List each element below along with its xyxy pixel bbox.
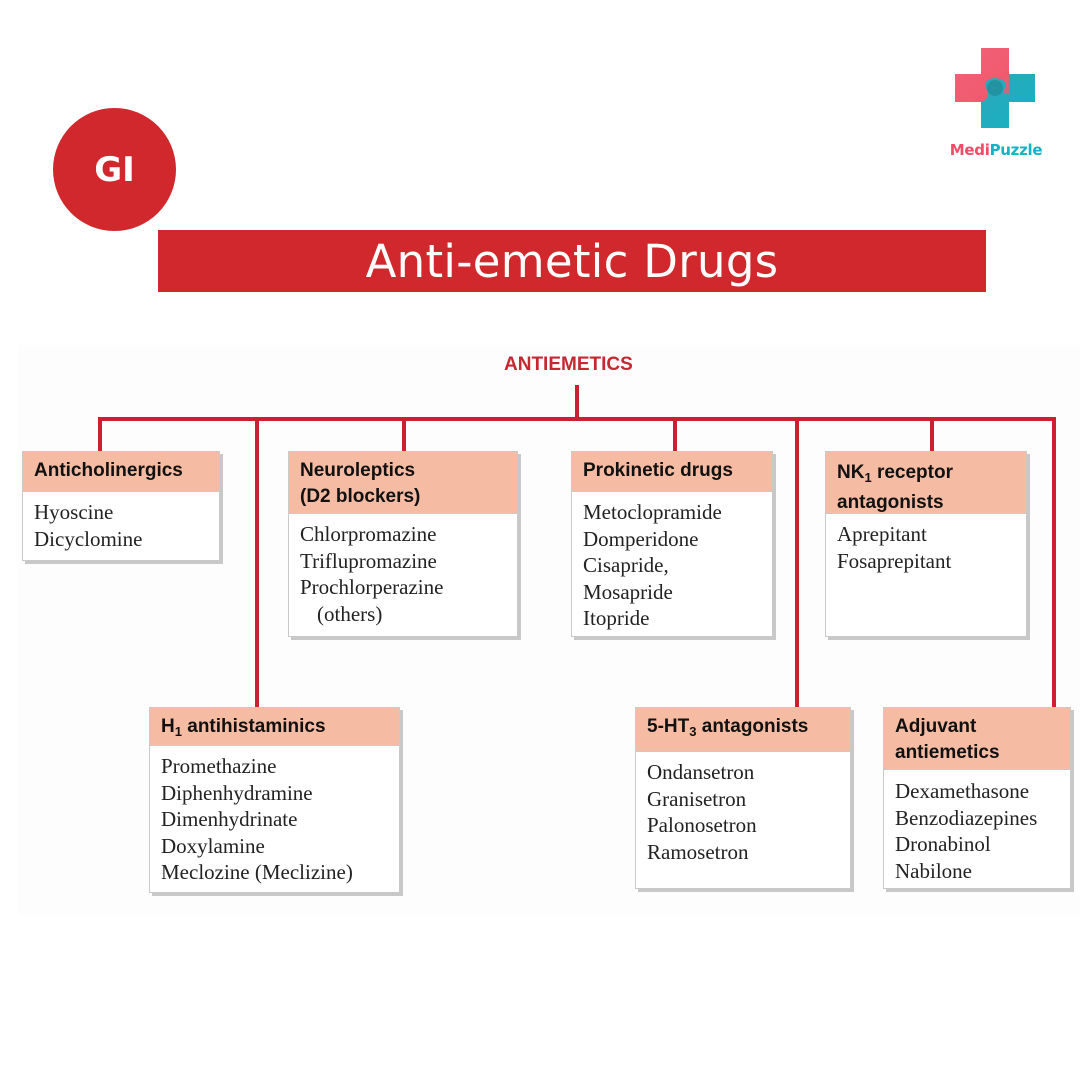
drug-item: Diphenhydramine (161, 780, 313, 805)
drug-item: Ondansetron (647, 760, 755, 784)
drug-item: Mosapride (583, 579, 673, 604)
drug-item: Benzodiazepines (895, 805, 1038, 830)
category-heading: Anticholinergics (23, 452, 219, 492)
root-stem-line (575, 385, 579, 420)
medipuzzle-logo: MediPuzzle (940, 44, 1052, 164)
drug-item: Doxylamine (161, 833, 265, 858)
logo-text: MediPuzzle (949, 141, 1043, 159)
drug-item: Triflupromazine (300, 548, 437, 573)
drug-item: Ramosetron (647, 839, 749, 864)
category-box-nk1-antagonists: NK1 receptor antagonists Aprepitant Fosa… (825, 451, 1027, 637)
connector-prokinetic (673, 417, 677, 451)
category-heading: 5-HT3 antagonists (636, 708, 850, 752)
connector-adjuvant (1052, 417, 1056, 707)
category-heading: NK1 receptor antagonists (826, 452, 1026, 514)
drug-item: Dimenhydrinate (161, 807, 298, 831)
category-heading: Prokinetic drugs (572, 452, 772, 492)
drug-list: Ondansetron Granisetron Palonosetron Ram… (636, 752, 850, 865)
drug-item: Aprepitant (837, 522, 927, 546)
drug-item: Dronabinol (895, 832, 991, 856)
drug-list: Metoclopramide Domperidone Cisapride, Mo… (572, 492, 772, 632)
connector-5ht3 (795, 417, 799, 707)
category-box-neuroleptics: Neuroleptics (D2 blockers) Chlorpromazin… (288, 451, 518, 637)
drug-list: Hyoscine Dicyclomine (23, 492, 219, 552)
category-box-prokinetic: Prokinetic drugs Metoclopramide Domperid… (571, 451, 773, 637)
drug-item: Chlorpromazine (300, 522, 437, 546)
page-title: Anti-emetic Drugs (158, 230, 986, 292)
drug-item: Itopride (583, 606, 650, 630)
drug-item: Granisetron (647, 786, 747, 811)
drug-list: Chlorpromazine Triflupromazine Prochlorp… (289, 514, 517, 627)
category-badge: GI (53, 108, 176, 231)
root-label: ANTIEMETICS (504, 354, 633, 375)
category-heading: Adjuvant antiemetics (884, 708, 1070, 770)
drug-item: Prochlorperazine (300, 575, 444, 599)
drug-item: Hyoscine (34, 500, 114, 524)
drug-list: Aprepitant Fosaprepitant (826, 514, 1026, 574)
drug-item: Nabilone (895, 858, 972, 883)
drug-item: Metoclopramide (583, 500, 722, 524)
connector-neuroleptics (402, 417, 406, 451)
drug-item: Meclozine (Meclizine) (161, 860, 353, 884)
puzzle-cross-icon (955, 48, 1035, 128)
category-box-h1-antihistaminics: H1 antihistaminics Promethazine Diphenhy… (149, 707, 400, 893)
drug-item: Fosaprepitant (837, 548, 952, 573)
drug-item: Domperidone (583, 526, 699, 551)
category-box-anticholinergics: Anticholinergics Hyoscine Dicyclomine (22, 451, 220, 561)
drug-item: Palonosetron (647, 813, 757, 837)
drug-item: Dicyclomine (34, 526, 143, 551)
drug-item: Cisapride, (583, 553, 669, 577)
drug-item: Dexamethasone (895, 779, 1030, 803)
category-heading: Neuroleptics (D2 blockers) (289, 452, 517, 514)
drug-list: Promethazine Diphenhydramine Dimenhydrin… (150, 746, 399, 886)
category-box-5ht3-antagonists: 5-HT3 antagonists Ondansetron Granisetro… (635, 707, 851, 889)
connector-anticholinergics (98, 417, 102, 451)
drug-list: Dexamethasone Benzodiazepines Dronabinol… (884, 770, 1070, 884)
horizontal-bus-line (98, 417, 1056, 421)
drug-item: Promethazine (161, 754, 277, 778)
category-box-adjuvant-antiemetics: Adjuvant antiemetics Dexamethasone Benzo… (883, 707, 1071, 889)
connector-h1 (255, 417, 259, 707)
category-heading: H1 antihistaminics (150, 708, 399, 746)
connector-nk1 (930, 417, 934, 451)
drug-item: (others) (317, 601, 383, 626)
